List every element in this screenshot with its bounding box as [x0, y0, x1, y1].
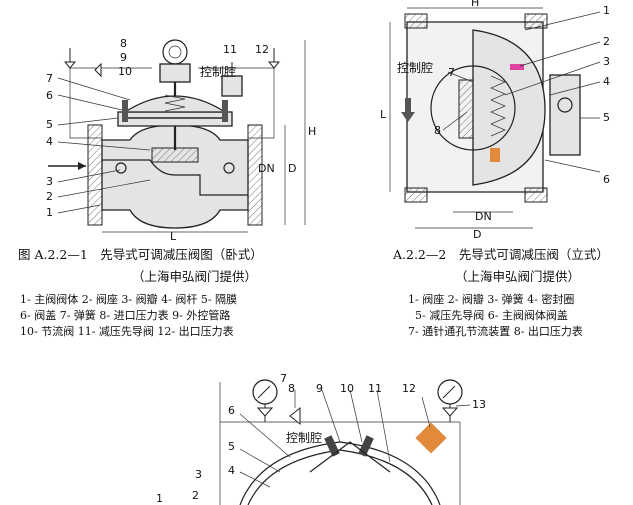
callout-6: 6	[46, 89, 53, 102]
dim-label-D: D	[288, 162, 296, 175]
bonnet-flange	[117, 111, 233, 127]
v-callout-1: 1	[603, 4, 610, 17]
callout-2: 2	[46, 190, 53, 203]
figure-2-caption: A.2.2—2 先导式可调减压阀（立式）	[393, 247, 609, 262]
v-callout-6: 6	[603, 173, 610, 186]
b-callout-4: 4	[228, 464, 235, 477]
bottom-seal	[490, 148, 500, 162]
callout-11: 11	[223, 43, 237, 56]
figure-1-legend-line-2: 6- 阀盖 7- 弹簧 8- 进口压力表 9- 外控管路	[20, 309, 231, 322]
v-callout-4: 4	[603, 75, 610, 88]
callout-1: 1	[46, 206, 53, 219]
v-dim-H: H	[471, 0, 479, 9]
callout-7: 7	[46, 72, 53, 85]
figure-2-source: （上海申弘阀门提供）	[455, 269, 581, 284]
v-callout-7: 7	[448, 66, 455, 79]
callout-leaders-2	[442, 11, 601, 173]
b-callout-12: 12	[402, 382, 416, 395]
b-callout-10: 10	[340, 382, 354, 395]
cover-bolts	[324, 435, 374, 457]
callout-leaders-3	[239, 389, 471, 488]
figure-2-drawing: 1 2 3 4 5 6 7 8 控制腔 H L DN D	[345, 0, 633, 240]
v-callout-5: 5	[603, 111, 610, 124]
b-callout-9: 9	[316, 382, 323, 395]
figure-1-legend-line-1: 1- 主阀阀体 2- 阀座 3- 阀瓣 4- 阀杆 5- 隔膜	[20, 293, 238, 306]
flow-down-arrow	[401, 112, 415, 122]
callout-5: 5	[46, 118, 53, 131]
b-callout-1: 1	[156, 492, 163, 505]
figure-1-caption: 图 A.2.2—1 先导式可调减压阀图（卧式）	[18, 247, 263, 262]
bonnet-arc	[239, 441, 441, 505]
figure-2-legend-line-1: 1- 阀座 2- 阀瓣 3- 弹簧 4- 密封圈	[408, 293, 575, 306]
dim-label-L: L	[170, 230, 177, 240]
figure-1-drawing: 8 9 10 11 12 7 6 5 4 3 2 1 控制腔 L H D DN	[0, 0, 320, 240]
pilot-valve-vertical	[549, 74, 581, 156]
figure-2-legend-line-3: 7- 通针通孔节流装置 8- 出口压力表	[408, 325, 583, 338]
valve-disc-vertical	[458, 79, 474, 139]
valve-cover	[122, 95, 228, 113]
b-callout-2: 2	[192, 489, 199, 502]
outlet-flange	[247, 124, 263, 226]
callout-4: 4	[46, 135, 53, 148]
b-callout-11: 11	[368, 382, 382, 395]
callout-12: 12	[255, 43, 269, 56]
seat-partition	[102, 159, 248, 196]
b-callout-13: 13	[472, 398, 486, 411]
callout-8: 8	[120, 37, 127, 50]
figure-2-legend-line-2: 5- 减压先导阀 6- 主阀阀体阀盖	[415, 309, 568, 322]
callout-10: 10	[118, 65, 132, 78]
v-dim-DN: DN	[475, 210, 492, 223]
callout-leaders	[57, 77, 151, 214]
valve-seat-ring	[430, 65, 516, 151]
throttle-icon	[289, 406, 301, 426]
seal-ring	[510, 64, 524, 70]
control-chamber-label: 控制腔	[200, 64, 236, 79]
b-callout-5: 5	[228, 440, 235, 453]
control-chamber-label-3: 控制腔	[286, 430, 322, 445]
b-callout-8: 8	[288, 382, 295, 395]
v-callout-3: 3	[603, 55, 610, 68]
spring	[164, 94, 186, 112]
control-chamber-label-2: 控制腔	[397, 60, 433, 75]
b-callout-6: 6	[228, 404, 235, 417]
pilot-valve	[221, 75, 243, 97]
spring-vertical	[490, 75, 506, 137]
callout-3: 3	[46, 175, 53, 188]
b-callout-3: 3	[195, 468, 202, 481]
figure-1-source: （上海申弘阀门提供）	[132, 269, 258, 284]
inlet-gauge-icon	[252, 379, 278, 405]
v-dim-L: L	[380, 108, 387, 121]
callout-9: 9	[120, 51, 127, 64]
external-control-pipe	[69, 67, 275, 139]
b-callout-7: 7	[280, 372, 287, 385]
dim-label-DN: DN	[258, 162, 275, 175]
v-callout-2: 2	[603, 35, 610, 48]
valve-disc	[151, 147, 199, 163]
pilot-valve-orange	[415, 422, 447, 454]
figure-3-drawing: 7 8 9 10 11 12 13 6 5 3 4 2 1 控制腔	[140, 362, 510, 505]
outlet-gauge-icon	[437, 379, 463, 405]
v-callout-8: 8	[434, 124, 441, 137]
figure-1-legend-line-3: 10- 节流阀 11- 减压先导阀 12- 出口压力表	[20, 325, 234, 338]
v-dim-D: D	[473, 228, 481, 240]
throttle-valve-icon	[94, 62, 102, 78]
lifting-ring	[162, 39, 188, 65]
dim-label-H: H	[308, 125, 316, 138]
